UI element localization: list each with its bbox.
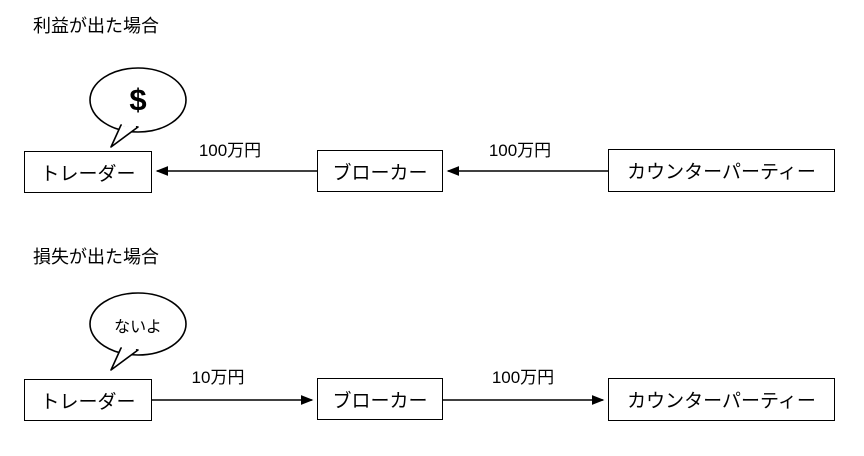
node-broker-loss: ブローカー bbox=[317, 378, 443, 420]
node-label: ブローカー bbox=[332, 390, 428, 412]
node-counterparty-loss: カウンターパーティー bbox=[608, 378, 835, 421]
flow-label-counterparty-to-broker: 100万円 bbox=[488, 141, 552, 160]
node-trader-profit: トレーダー bbox=[24, 151, 152, 193]
flow-label-broker-to-counterparty: 100万円 bbox=[491, 368, 555, 387]
node-label: トレーダー bbox=[40, 163, 136, 185]
speech-bubble-loss bbox=[89, 292, 187, 371]
node-broker-profit: ブローカー bbox=[317, 150, 443, 192]
node-label: ブローカー bbox=[332, 162, 428, 184]
flow-label-broker-to-trader: 100万円 bbox=[198, 141, 262, 160]
section-title-loss: 損失が出た場合 bbox=[33, 247, 159, 267]
speech-bubble-profit bbox=[89, 67, 187, 148]
node-label: カウンターパーティー bbox=[627, 391, 816, 412]
section-title-profit: 利益が出た場合 bbox=[33, 16, 159, 36]
bubble-text-loss: ないよ bbox=[114, 319, 162, 336]
bubble-text-profit: $ bbox=[129, 82, 147, 117]
flow-label-trader-to-broker: 10万円 bbox=[191, 368, 245, 387]
node-label: トレーダー bbox=[40, 391, 136, 413]
node-label: カウンターパーティー bbox=[627, 162, 816, 183]
node-trader-loss: トレーダー bbox=[24, 379, 152, 421]
node-counterparty-profit: カウンターパーティー bbox=[608, 149, 835, 192]
